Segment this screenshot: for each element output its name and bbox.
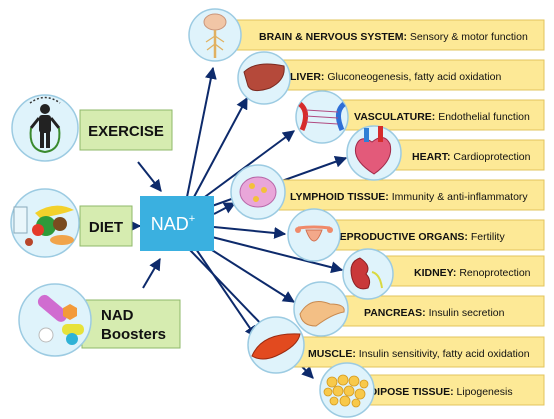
target-box-vasculature xyxy=(319,99,545,131)
arrow-exercise-to-nad xyxy=(137,161,162,192)
arrow-nad-to-lymphoid xyxy=(213,202,237,215)
target-box-liver xyxy=(269,59,545,91)
target-box-lymphoid xyxy=(269,179,545,211)
target-label-reproductive: REPRODUCTIVE ORGANS: Fertility xyxy=(332,231,505,243)
input-nad-boosters: NAD Boosters xyxy=(81,299,181,349)
diet-icon xyxy=(10,188,80,258)
target-label-vasculature: VASCULATURE: Endothelial function xyxy=(354,111,530,123)
pancreas-icon xyxy=(293,281,349,337)
target-labels: BRAIN & NERVOUS SYSTEM: Sensory & motor … xyxy=(259,31,531,398)
adipose-icon xyxy=(319,362,375,418)
arrow-nad-to-muscle xyxy=(195,248,257,338)
pills-icon xyxy=(18,283,92,357)
nad-box xyxy=(140,196,214,251)
exercise-icon xyxy=(11,94,79,162)
input-label-exercise: EXERCISE xyxy=(88,123,164,140)
target-label-lymphoid: LYMPHOID TISSUE: Immunity & anti-inflamm… xyxy=(290,191,528,203)
heart-icon xyxy=(346,125,402,181)
muscle-icon xyxy=(247,316,305,374)
target-label-heart: HEART: Cardioprotection xyxy=(412,151,531,163)
vasculature-icon xyxy=(295,90,349,144)
kidney-icon xyxy=(342,248,394,300)
nad-hub: NAD+ xyxy=(140,196,214,251)
target-label-kidney: KIDNEY: Renoprotection xyxy=(414,267,531,279)
target-label-muscle: MUSCLE: Insulin sensitivity, fatty acid … xyxy=(308,348,530,360)
arrow-nad-to-pancreas xyxy=(203,244,296,303)
nad-superscript: + xyxy=(189,213,195,225)
target-box-muscle xyxy=(281,336,545,368)
reproductive-icon xyxy=(287,208,341,262)
arrow-nad-to-reproductive xyxy=(213,226,287,239)
lymphoid-icon xyxy=(230,164,286,220)
arrow-nad-to-vasculature xyxy=(201,130,295,200)
liver-icon xyxy=(237,51,291,105)
arrow-nad-to-kidney xyxy=(211,236,344,274)
target-box-heart xyxy=(379,139,545,171)
arrow-nad-to-liver xyxy=(193,96,248,198)
input-exercise: EXERCISE xyxy=(79,109,173,151)
input-label-boosters-line1: NAD xyxy=(101,307,134,324)
target-label-pancreas: PANCREAS: Insulin secretion xyxy=(364,307,505,319)
target-box-adipose xyxy=(343,374,545,406)
target-box-reproductive xyxy=(319,219,545,251)
brain-icon xyxy=(188,8,242,62)
target-label-adipose: ADIPOSE TISSUE: Lipogenesis xyxy=(362,386,513,398)
target-box-brain xyxy=(221,19,545,51)
input-diet: DIET xyxy=(79,205,133,247)
input-label-diet: DIET xyxy=(89,219,123,236)
target-label-brain: BRAIN & NERVOUS SYSTEM: Sensory & motor … xyxy=(259,31,528,43)
input-label-boosters-line2: Boosters xyxy=(101,326,166,343)
target-label-liver: LIVER: Gluconeogenesis, fatty acid oxida… xyxy=(290,71,501,83)
input-box xyxy=(79,205,133,247)
arrow-boosters-to-nad xyxy=(142,257,161,289)
input-box xyxy=(79,109,173,151)
nad-label: NAD+ xyxy=(151,213,195,234)
arrow-nad-to-brain xyxy=(186,66,217,198)
